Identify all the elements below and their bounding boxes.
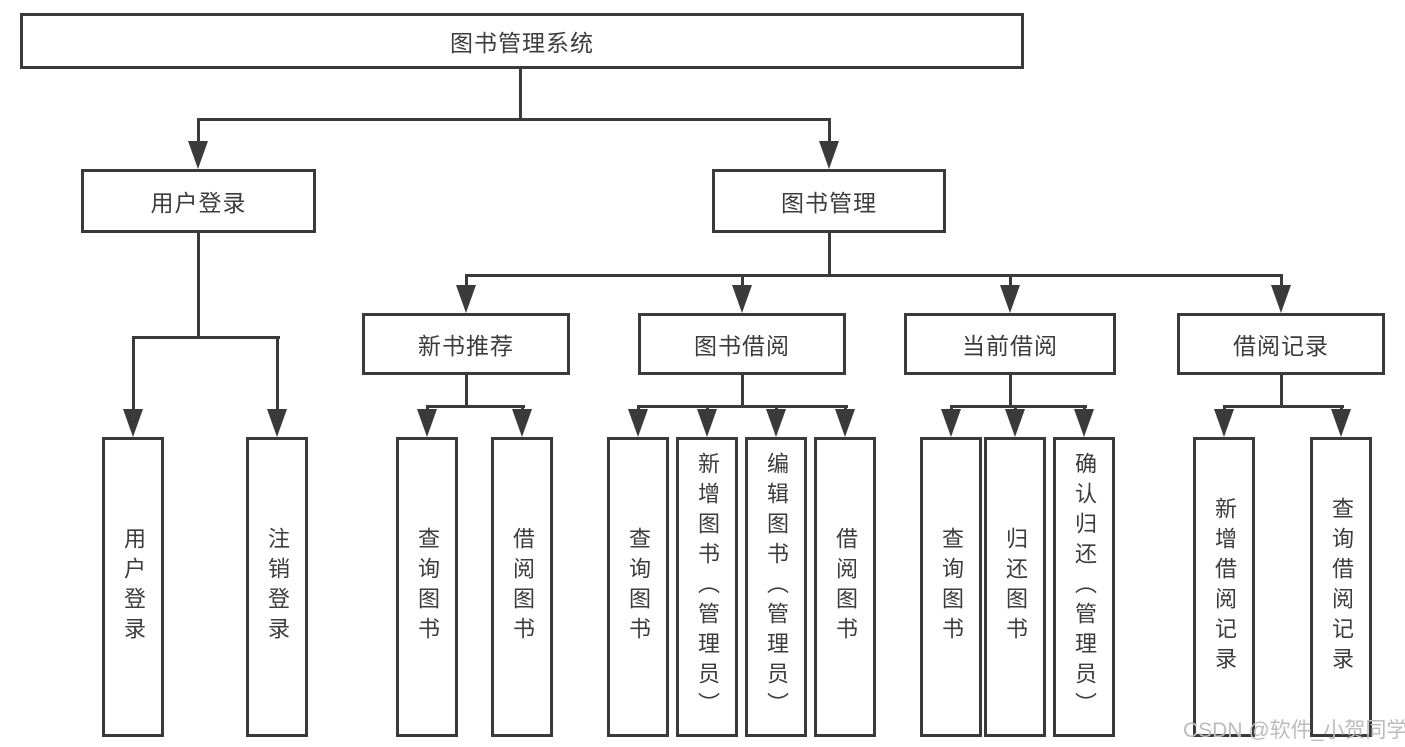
connector-line xyxy=(197,118,831,121)
arrowhead-down-icon xyxy=(123,409,143,437)
connector-line xyxy=(1280,375,1283,408)
connector-line xyxy=(276,336,279,411)
leaf-query-books-borrowing: 查询图书 xyxy=(607,437,669,737)
leaf-label: 借阅图书 xyxy=(833,527,858,647)
node-label: 当前借阅 xyxy=(962,333,1058,359)
leaf-borrow-books-recommend: 借阅图书 xyxy=(491,437,553,737)
connector-line xyxy=(197,233,200,339)
leaf-edit-book-admin: 编辑图书（管理员） xyxy=(745,437,807,737)
leaf-label: 用户登录 xyxy=(121,527,146,647)
arrowhead-down-icon xyxy=(512,409,532,437)
node-current-borrowing: 当前借阅 xyxy=(904,313,1116,375)
node-user-login: 用户登录 xyxy=(81,169,316,233)
connector-line xyxy=(132,336,280,339)
connector-line xyxy=(950,405,1087,408)
node-book-management: 图书管理 xyxy=(712,169,946,233)
arrowhead-down-icon xyxy=(1271,285,1291,313)
leaf-query-books-current: 查询图书 xyxy=(920,437,982,737)
arrowhead-down-icon xyxy=(766,409,786,437)
connector-line xyxy=(637,405,848,408)
connector-line xyxy=(519,69,522,118)
connector-line xyxy=(741,375,744,408)
connector-line xyxy=(465,274,1283,277)
leaf-label: 查询图书 xyxy=(939,527,964,647)
leaf-label: 查询图书 xyxy=(415,527,440,647)
arrowhead-down-icon xyxy=(697,409,717,437)
node-label: 图书借阅 xyxy=(694,333,790,359)
leaf-label: 编辑图书（管理员） xyxy=(764,452,789,722)
arrowhead-down-icon xyxy=(835,409,855,437)
leaf-query-borrow-record: 查询借阅记录 xyxy=(1310,437,1372,737)
connector-line xyxy=(1280,274,1283,287)
leaf-logout: 注销登录 xyxy=(246,437,308,737)
connector-line xyxy=(1009,274,1012,287)
connector-line xyxy=(132,336,135,411)
node-book-borrowing: 图书借阅 xyxy=(638,313,846,375)
connector-line xyxy=(465,375,468,408)
arrowhead-down-icon xyxy=(1074,409,1094,437)
connector-line xyxy=(741,274,744,287)
node-label: 图书管理 xyxy=(781,190,877,216)
node-new-book-recommend: 新书推荐 xyxy=(362,313,570,375)
arrowhead-down-icon xyxy=(1000,285,1020,313)
arrowhead-down-icon xyxy=(1331,409,1351,437)
node-label: 图书管理系统 xyxy=(450,30,594,56)
leaf-return-book: 归还图书 xyxy=(984,437,1046,737)
node-book-management-system: 图书管理系统 xyxy=(20,13,1024,69)
arrowhead-down-icon xyxy=(732,285,752,313)
leaf-confirm-return-admin: 确认归还（管理员） xyxy=(1053,437,1115,737)
arrowhead-down-icon xyxy=(417,409,437,437)
connector-line xyxy=(828,233,831,276)
arrowhead-down-icon xyxy=(456,285,476,313)
leaf-label: 注销登录 xyxy=(265,527,290,647)
leaf-add-book-admin: 新增图书（管理员） xyxy=(676,437,738,737)
leaf-query-books-recommend: 查询图书 xyxy=(396,437,458,737)
arrowhead-down-icon xyxy=(1005,409,1025,437)
connector-line xyxy=(426,405,525,408)
connector-line xyxy=(197,118,200,143)
connector-line xyxy=(1223,405,1344,408)
connector-line xyxy=(828,118,831,143)
leaf-label: 借阅图书 xyxy=(510,527,535,647)
leaf-user-login: 用户登录 xyxy=(102,437,164,737)
connector-line xyxy=(1009,375,1012,408)
arrowhead-down-icon xyxy=(819,141,839,169)
node-label: 用户登录 xyxy=(150,190,247,216)
leaf-add-borrow-record: 新增借阅记录 xyxy=(1193,437,1255,737)
arrowhead-down-icon xyxy=(628,409,648,437)
node-label: 借阅记录 xyxy=(1233,333,1329,359)
node-label: 新书推荐 xyxy=(418,333,514,359)
leaf-label: 查询借阅记录 xyxy=(1329,497,1354,677)
csdn-watermark: CSDN @软件_小贺同学 xyxy=(1183,719,1405,742)
leaf-borrow-books-borrowing: 借阅图书 xyxy=(814,437,876,737)
arrowhead-down-icon xyxy=(267,409,287,437)
arrowhead-down-icon xyxy=(188,141,208,169)
leaf-label: 新增借阅记录 xyxy=(1212,497,1237,677)
arrowhead-down-icon xyxy=(1214,409,1234,437)
arrowhead-down-icon xyxy=(941,409,961,437)
leaf-label: 新增图书（管理员） xyxy=(695,452,720,722)
leaf-label: 确认归还（管理员） xyxy=(1072,452,1097,722)
connector-line xyxy=(465,274,468,287)
node-borrowing-records: 借阅记录 xyxy=(1177,313,1385,375)
leaf-label: 归还图书 xyxy=(1003,527,1028,647)
leaf-label: 查询图书 xyxy=(626,527,651,647)
